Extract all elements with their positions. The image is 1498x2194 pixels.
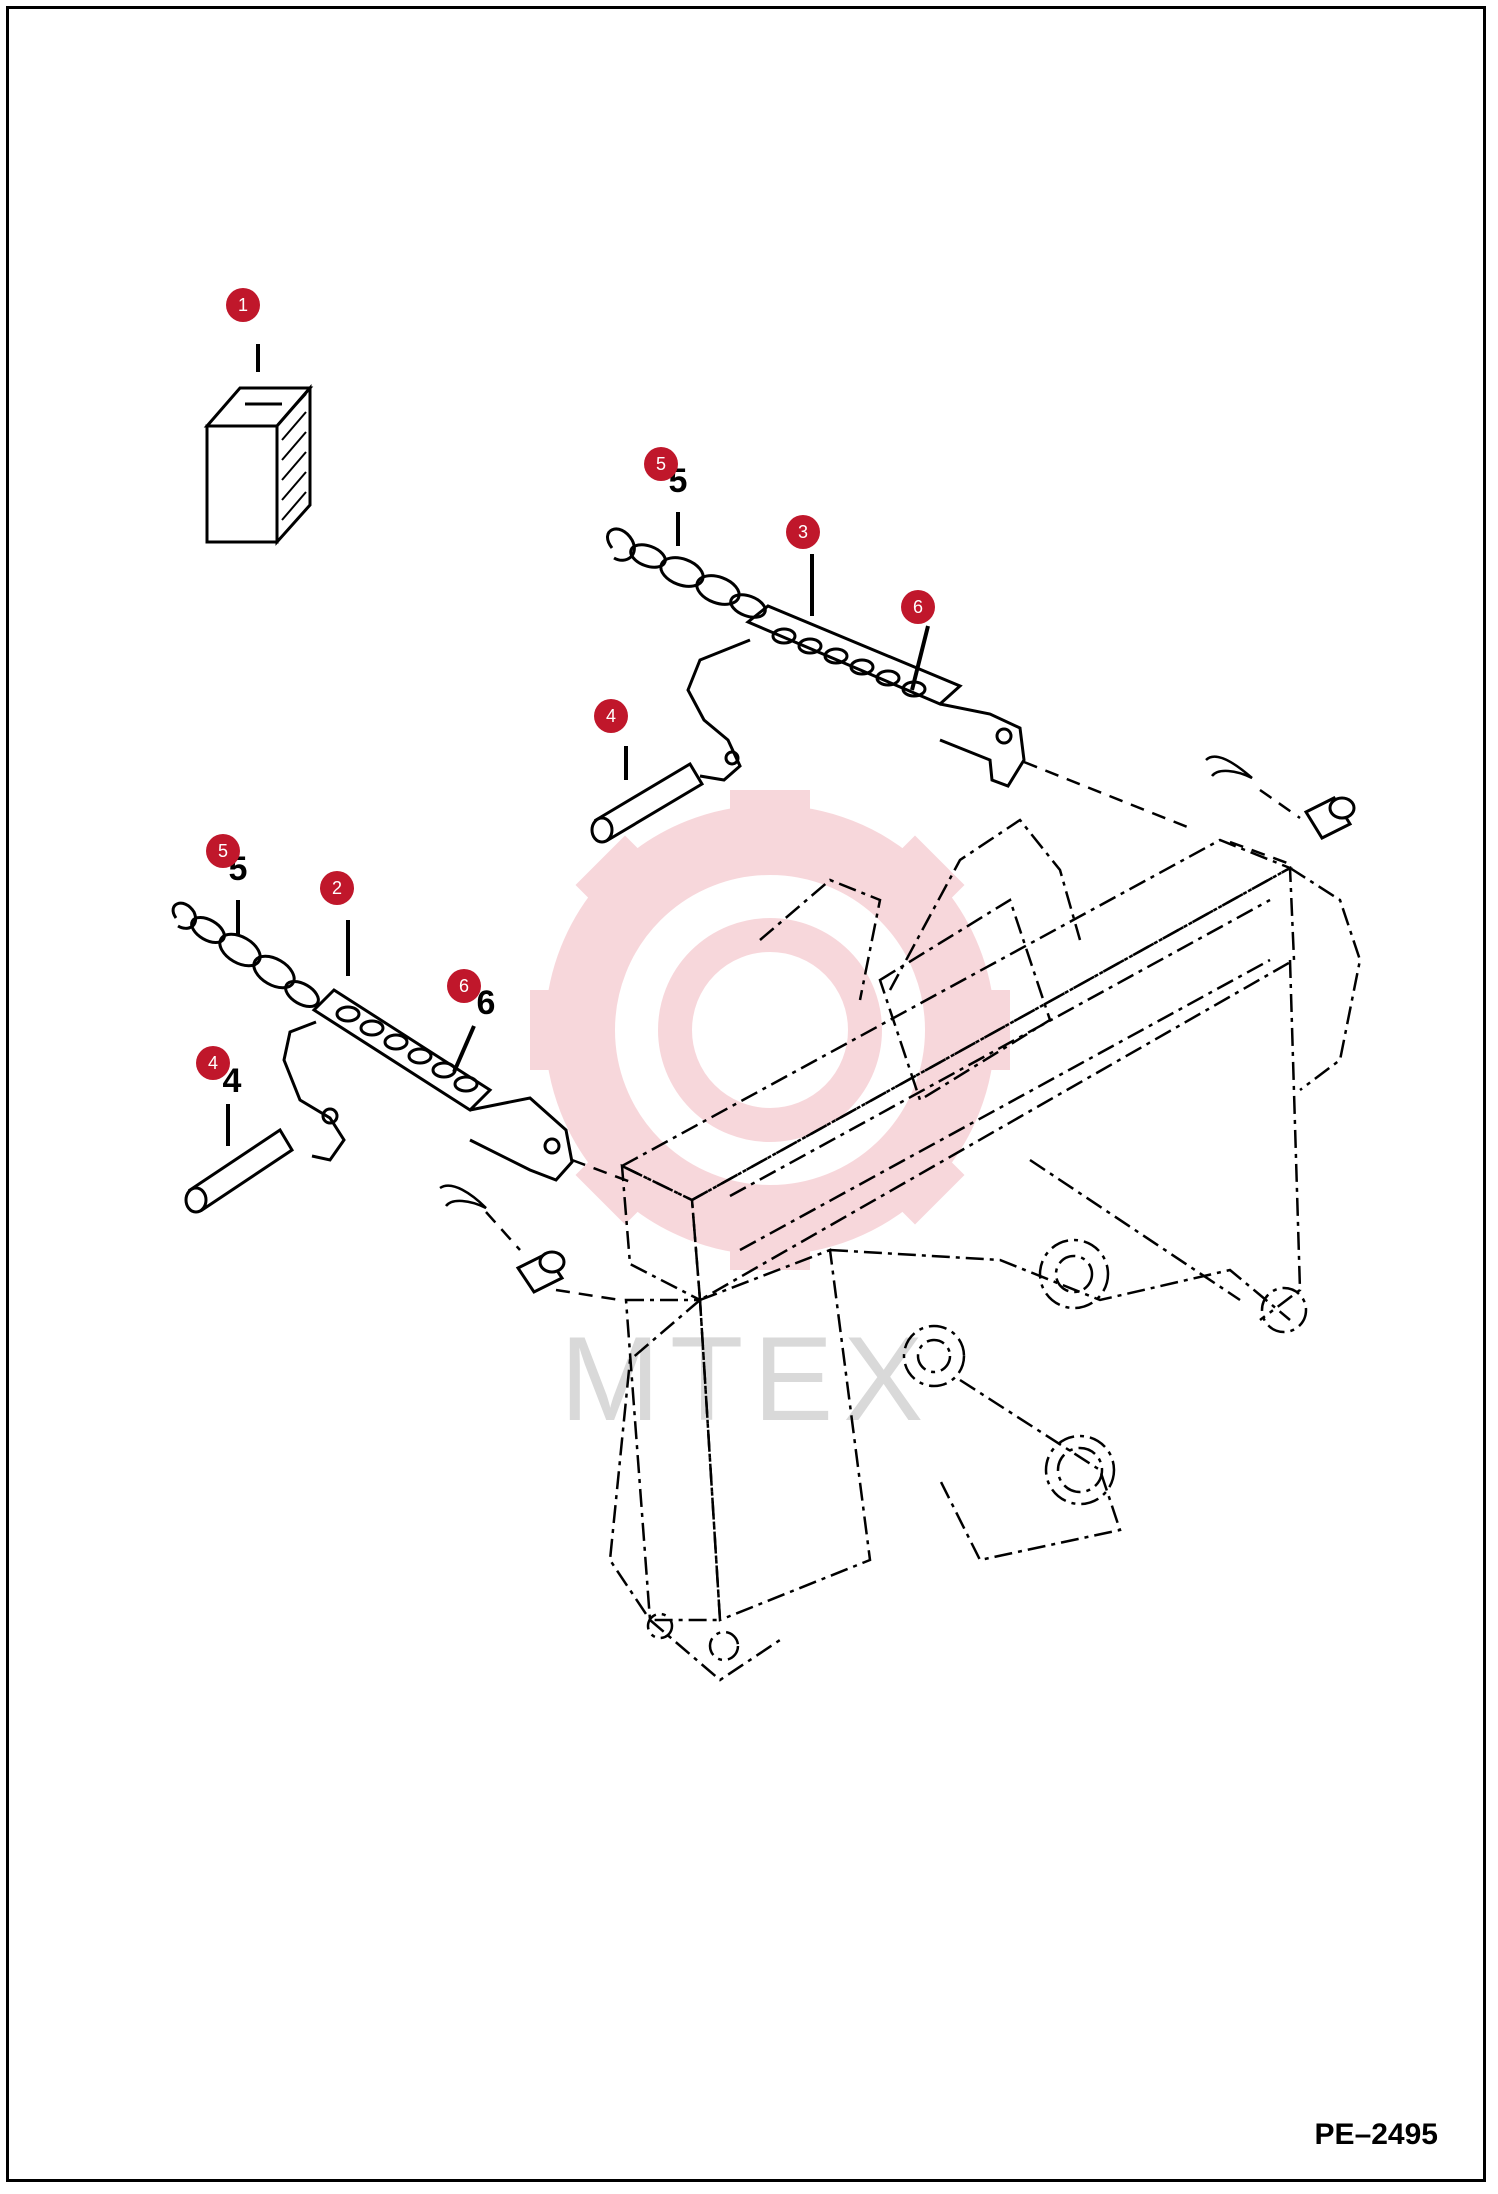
- callout-number: 2: [332, 878, 342, 898]
- part-upper-chain: [606, 527, 767, 619]
- callout-number: 1: [238, 295, 248, 315]
- callout-number: 5: [656, 454, 666, 474]
- watermark-text: МТЕХ: [560, 1312, 933, 1446]
- callout-number: 4: [208, 1053, 218, 1073]
- callout-marker[interactable]: [786, 515, 820, 549]
- part-decal-box: [203, 383, 314, 546]
- part-lower-chain: [171, 901, 320, 1008]
- part-lower-pin: [184, 1127, 295, 1214]
- callout-number: 3: [798, 522, 808, 542]
- callout-number: 6: [459, 976, 469, 996]
- part-upper-lock-bar: [686, 604, 1026, 788]
- assembly-leader-lines: [485, 760, 1301, 1302]
- part-upper-pin: [590, 761, 705, 844]
- swing-frame-assembly: [608, 818, 1362, 1682]
- watermark-gear-logo: [530, 790, 1010, 1270]
- callout-reference-number: 6: [477, 984, 496, 1022]
- callout-marker[interactable]: [447, 969, 481, 1003]
- diagram-frame: [6, 6, 1486, 2182]
- callout-marker[interactable]: [901, 590, 935, 624]
- part-cotter-pins: [439, 755, 1253, 1210]
- callout-number: 4: [606, 706, 616, 726]
- callout-marker[interactable]: [594, 699, 628, 733]
- callout-marker[interactable]: [226, 288, 260, 322]
- callout-marker[interactable]: [644, 447, 678, 481]
- callout-marker[interactable]: [320, 871, 354, 905]
- callout-number: 5: [218, 841, 228, 861]
- part-lower-lock-bar: [282, 988, 574, 1182]
- callout-marker[interactable]: [206, 834, 240, 868]
- figure-id-label: PE–2495: [1314, 2118, 1438, 2151]
- part-bushings: [515, 796, 1356, 1294]
- callout-number: 6: [913, 597, 923, 617]
- callout-marker[interactable]: [196, 1046, 230, 1080]
- callout-ticks: [226, 344, 930, 1146]
